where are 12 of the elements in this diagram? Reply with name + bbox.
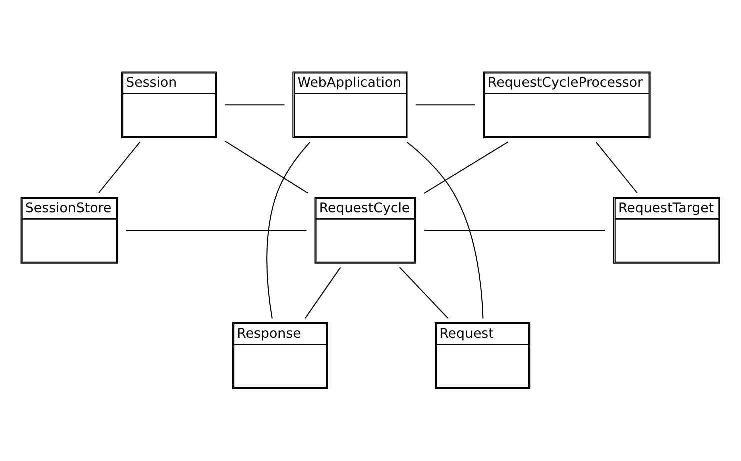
connector (424, 142, 509, 194)
connector (126, 230, 307, 232)
connector (266, 142, 311, 319)
connector (304, 267, 342, 319)
connector (224, 140, 308, 194)
connector (406, 142, 484, 319)
connector (424, 230, 606, 232)
connector (98, 142, 141, 194)
connector (225, 104, 285, 106)
connector (596, 142, 638, 194)
connector (399, 267, 449, 319)
connector (416, 104, 476, 106)
